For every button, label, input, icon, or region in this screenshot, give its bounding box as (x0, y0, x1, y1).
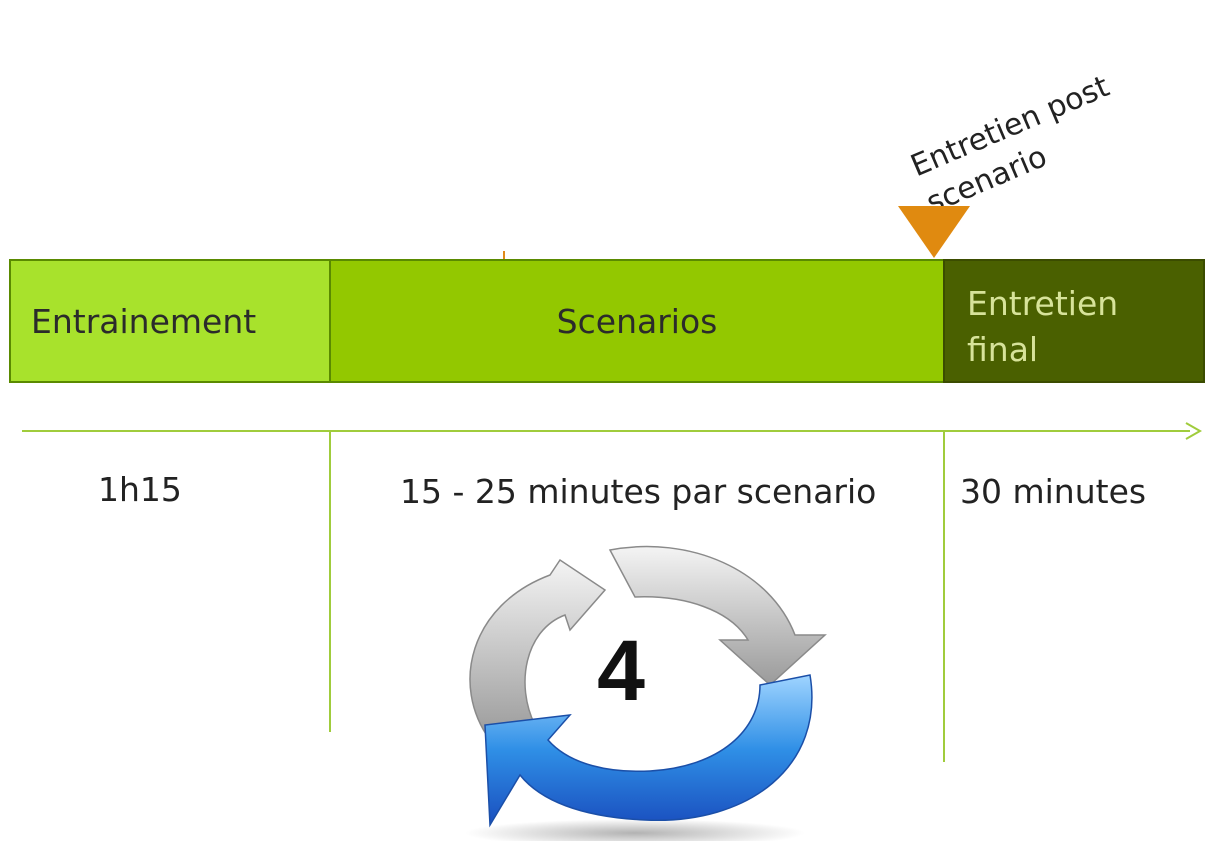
phase-entretien-final-label: Entretien final (967, 284, 1119, 369)
small-orange-tick (503, 251, 505, 259)
duration-entrainement: 1h15 (98, 470, 182, 509)
phase-entretien-final: Entretien final (943, 259, 1205, 383)
phase-entrainement: Entrainement (9, 259, 331, 383)
timeline-arrow-icon (1185, 422, 1203, 440)
milestone-label: Entretien post scenario (905, 69, 1115, 221)
timeline-divider-2 (943, 430, 945, 762)
duration-final: 30 minutes (960, 472, 1147, 511)
cycle-count: 4 (597, 623, 645, 719)
phase-scenarios-label: Scenarios (556, 301, 718, 341)
milestone-marker-icon (898, 206, 970, 258)
timeline-axis (22, 430, 1190, 432)
phase-entrainement-label: Entrainement (31, 301, 257, 341)
phase-scenarios: Scenarios (329, 259, 945, 383)
timeline-divider-1 (329, 430, 331, 732)
duration-scenarios: 15 - 25 minutes par scenario (400, 472, 877, 511)
refresh-cycle-icon (465, 545, 827, 841)
